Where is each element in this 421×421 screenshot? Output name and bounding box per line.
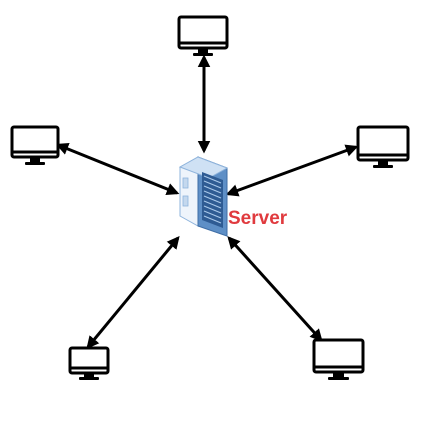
monitor-bottom-right-icon (312, 338, 365, 380)
monitor-bottom-left-icon (68, 346, 110, 380)
monitor-right-icon (356, 125, 410, 168)
monitor-left-icon (10, 125, 60, 165)
link-left (55, 142, 180, 196)
monitor-top-icon (177, 15, 229, 56)
link-bottom-left (86, 236, 180, 349)
server-label: Server (228, 208, 288, 229)
link-bottom-right (227, 236, 323, 342)
link-right (225, 144, 359, 197)
server-rack-icon (178, 156, 229, 237)
connections (55, 54, 359, 349)
